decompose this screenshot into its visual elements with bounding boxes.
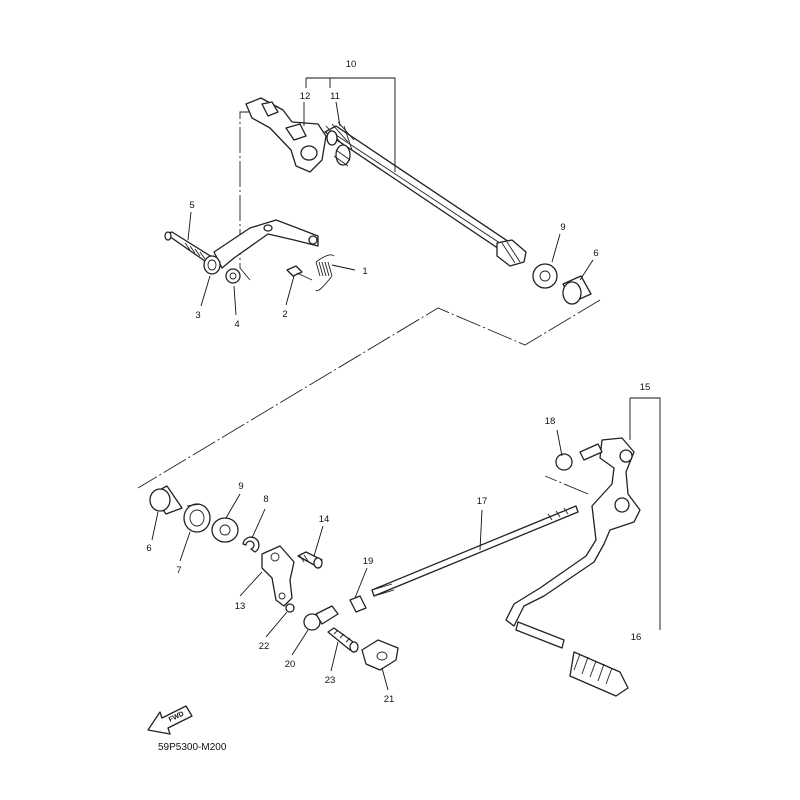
pedal-bolt[interactable] — [579, 443, 603, 461]
circlip[interactable] — [242, 536, 260, 553]
callout-6-lower: 6 — [146, 543, 151, 554]
rod-end-cover[interactable] — [361, 639, 399, 671]
callout-13: 13 — [235, 601, 246, 612]
callout-23: 23 — [325, 675, 336, 686]
callout-19: 19 — [363, 556, 374, 567]
shift-arm-collar[interactable] — [203, 255, 221, 275]
rod-end-joint[interactable] — [303, 605, 339, 631]
bushing-lower[interactable] — [149, 485, 183, 515]
callout-21: 21 — [384, 694, 395, 705]
callout-18: 18 — [545, 416, 556, 427]
shift-shaft-arm[interactable] — [245, 97, 327, 173]
leader-lines — [151, 77, 661, 691]
callout-3: 3 — [195, 310, 200, 321]
shift-lever-link[interactable] — [261, 545, 295, 607]
shift-pedal[interactable] — [505, 437, 641, 649]
diagram-code: 59P5300-M200 — [158, 742, 227, 753]
fwd-arrow-icon: FWD — [147, 705, 193, 735]
link-bolt[interactable] — [297, 551, 323, 569]
bearing[interactable] — [183, 503, 211, 533]
pedal-nut[interactable] — [555, 453, 573, 471]
callout-22: 22 — [259, 641, 270, 652]
callout-2: 2 — [282, 309, 287, 320]
callout-15: 15 — [640, 382, 651, 393]
callout-20: 20 — [285, 659, 296, 670]
callout-12: 12 — [300, 91, 311, 102]
callout-9-upper: 9 — [560, 222, 565, 233]
callout-9-lower: 9 — [238, 481, 243, 492]
callout-7: 7 — [176, 565, 181, 576]
reference-line-upper — [239, 106, 254, 281]
bushing-upper[interactable] — [562, 275, 592, 305]
reference-line-lower — [544, 475, 589, 495]
oil-seal-lower[interactable] — [211, 517, 239, 543]
rod-washer[interactable] — [285, 603, 295, 613]
callout-6-upper: 6 — [593, 248, 598, 259]
rod-locknut[interactable] — [349, 595, 367, 613]
rod-end-bolt[interactable] — [327, 627, 359, 653]
oil-seal-upper[interactable] — [532, 263, 558, 289]
shift-shaft[interactable] — [324, 125, 527, 267]
callout-17: 17 — [477, 496, 488, 507]
callout-1: 1 — [362, 266, 367, 277]
callout-16: 16 — [631, 632, 642, 643]
callout-labels: 10 12 11 5 9 6 1 2 3 4 15 18 9 8 17 14 6… — [146, 59, 650, 705]
callout-10: 10 — [346, 59, 357, 70]
return-spring[interactable] — [315, 254, 335, 292]
callout-8: 8 — [263, 494, 268, 505]
pedal-rubber[interactable] — [569, 651, 629, 697]
shift-rod[interactable] — [371, 505, 579, 597]
callout-5: 5 — [189, 200, 194, 211]
spring-screw[interactable] — [286, 265, 313, 281]
shift-arm[interactable] — [213, 219, 319, 269]
shift-shaft-collar[interactable] — [326, 130, 338, 146]
callout-4: 4 — [234, 319, 239, 330]
reference-line-middle — [137, 299, 601, 489]
callout-14: 14 — [319, 514, 330, 525]
callout-11: 11 — [330, 91, 340, 102]
shift-arm-nut[interactable] — [225, 268, 241, 284]
